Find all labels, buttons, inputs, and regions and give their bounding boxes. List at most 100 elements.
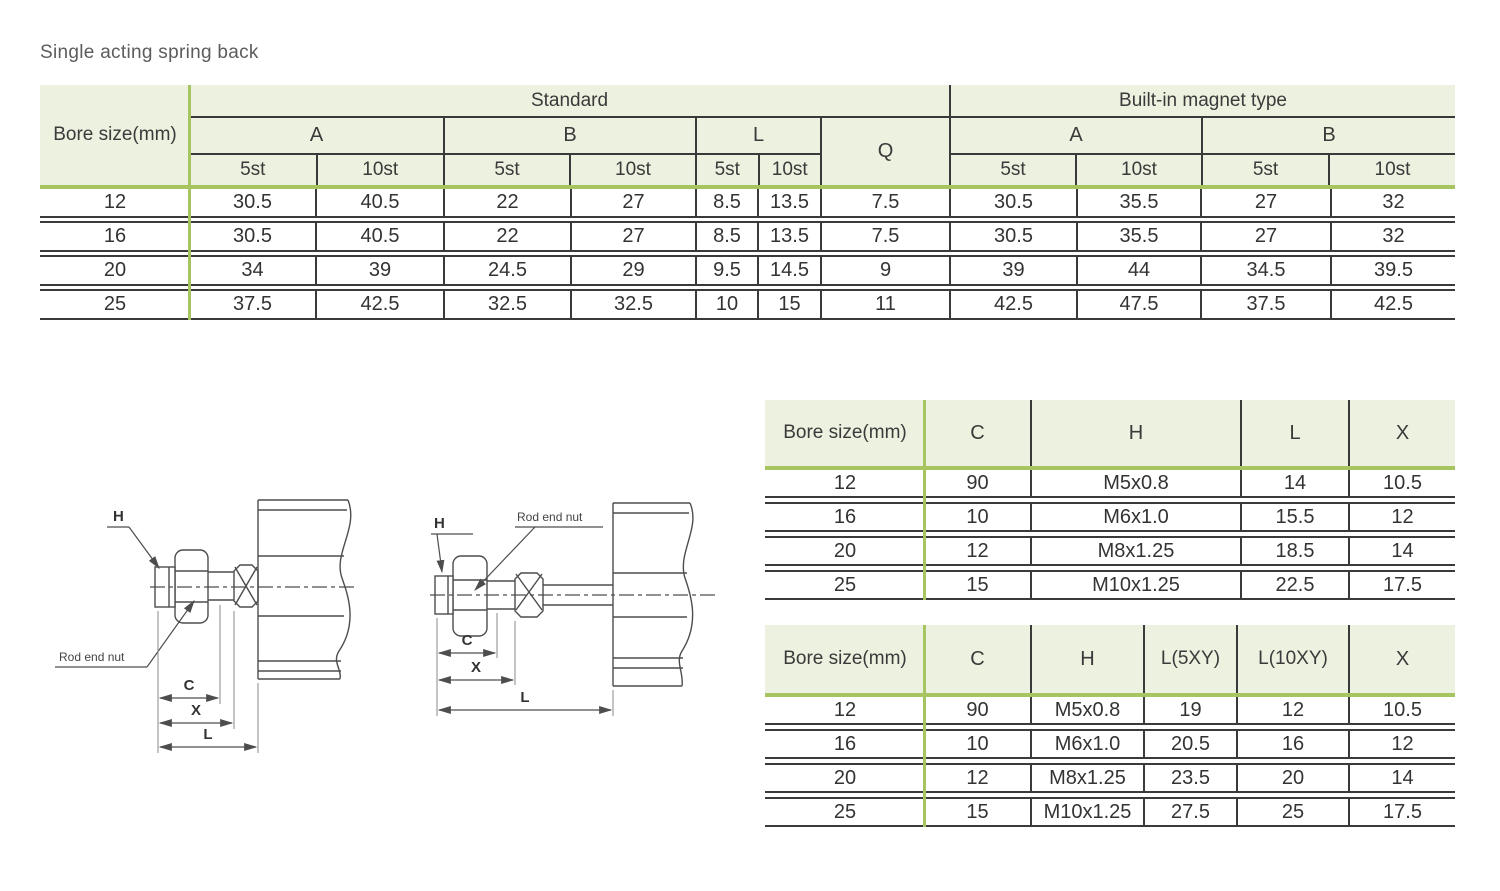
table-cell: 10.5: [1348, 697, 1455, 723]
green-header-rule: [765, 466, 1455, 470]
column-header-a: A: [951, 118, 1201, 155]
table-cell: 32.5: [570, 291, 695, 318]
table-cell: 17.5: [1348, 799, 1455, 825]
column-header-b: B: [445, 118, 695, 155]
table-cell: 32: [1330, 189, 1455, 216]
table-cell: 20: [1236, 765, 1348, 791]
table-cell: 40.5: [315, 223, 443, 250]
column-header-c: C: [970, 421, 985, 444]
table-cell: 13.5: [757, 223, 820, 250]
column-header-5st: 5st: [1252, 159, 1279, 180]
column-header-5st: 5st: [1000, 159, 1026, 180]
column-header-a: A: [190, 118, 443, 155]
table-row: 25 37.5 42.5 32.5 32.5 10 15 11 42.5 47.…: [40, 289, 1455, 320]
cell-bore: 16: [833, 732, 857, 755]
column-header-5st: 5st: [714, 159, 740, 180]
column-group-l: L 5st 10st: [695, 118, 820, 185]
table-cell: 17.5: [1348, 572, 1455, 598]
column-header-l10xy: L(10XY): [1236, 625, 1348, 693]
table-cell: 18.5: [1240, 538, 1348, 564]
column-group-a: A 5st 10st: [190, 118, 443, 185]
table-cell: 30.5: [949, 223, 1076, 250]
note-rod-end-nut: Rod end nut: [517, 510, 583, 524]
table-cell: 35.5: [1076, 189, 1200, 216]
table-cell: 15: [757, 291, 820, 318]
table-cell: 16: [1236, 731, 1348, 757]
table-cell: 14: [1348, 765, 1455, 791]
column-header-10st: 10st: [1075, 155, 1201, 185]
table-cell: 10: [695, 291, 757, 318]
table-cell: 34.5: [1200, 257, 1330, 284]
table-cell: 12: [1236, 697, 1348, 723]
group-header-standard: Standard: [190, 85, 949, 118]
table-cell: 14: [1348, 538, 1455, 564]
table-cell: 13.5: [757, 189, 820, 216]
table-cell: 30.5: [233, 191, 272, 213]
green-header-rule: [40, 185, 1455, 189]
column-header-bore-size: Bore size(mm): [783, 422, 907, 443]
dim-label-h: H: [434, 515, 445, 532]
table-cell: 32: [1330, 223, 1455, 250]
dimension-table-main: Bore size(mm) Standard A 5st 10st B 5: [40, 85, 1455, 320]
table-cell: 24.5: [443, 257, 570, 284]
table-row: 20 12 M8x1.25 18.5 14: [765, 536, 1455, 566]
table-cell: 40.5: [315, 189, 443, 216]
technical-drawing: H Rod end nut C X L: [55, 499, 357, 753]
table-cell: 22: [443, 189, 570, 216]
column-header-10st: 10st: [757, 155, 821, 185]
column-header-q: Q: [820, 118, 949, 185]
dim-label-x: X: [191, 702, 201, 719]
table-cell: M5x0.8: [1030, 470, 1240, 496]
green-divider-line: [923, 400, 926, 600]
cell-bore: 12: [833, 471, 857, 494]
table-cell: 15.5: [1240, 504, 1348, 530]
column-group-b: B 5st 10st: [443, 118, 695, 185]
table-cell: 12: [966, 539, 989, 562]
dim-label-l: L: [520, 689, 529, 706]
table-cell: 27: [1200, 189, 1330, 216]
table-cell: 37.5: [1200, 291, 1330, 318]
table-cell: 30.5: [233, 225, 272, 247]
table-row: 12 90 M5x0.8 19 12 10.5: [765, 697, 1455, 725]
table-cell: 39: [949, 257, 1076, 284]
table-cell: M5x0.8: [1030, 697, 1143, 723]
table-row: 20 12 M8x1.25 23.5 20 14: [765, 763, 1455, 793]
table-cell: 37.5: [233, 293, 272, 315]
table-cell: 12: [966, 766, 989, 789]
table-cell: M10x1.25: [1030, 799, 1143, 825]
table-row: 25 15 M10x1.25 22.5 17.5: [765, 570, 1455, 600]
table-cell: 90: [966, 471, 989, 494]
table-cell: 10: [966, 505, 989, 528]
cell-bore: 20: [833, 766, 857, 789]
column-group-magnet-b: B 5st 10st: [1201, 118, 1455, 185]
column-header-bore-size: Bore size(mm): [783, 648, 907, 669]
dim-label-c: C: [184, 677, 195, 694]
note-rod-end-nut: Rod end nut: [59, 650, 125, 664]
table-cell: 39.5: [1330, 257, 1455, 284]
table-cell: 47.5: [1076, 291, 1200, 318]
green-divider-line: [188, 85, 191, 320]
table-header: Bore size(mm) C H L X: [765, 400, 1455, 466]
page-title: Single acting spring back: [40, 42, 259, 63]
main-table-header: Bore size(mm) Standard A 5st 10st B 5: [40, 85, 1455, 185]
dim-label-l: L: [203, 726, 212, 743]
table-cell: 10.5: [1348, 470, 1455, 496]
table-cell: 27.5: [1143, 799, 1236, 825]
table-row: 20 34 39 24.5 29 9.5 14.5 9 39 44 34.5 3…: [40, 255, 1455, 286]
table-cell: 25: [1236, 799, 1348, 825]
table-cell: 20.5: [1143, 731, 1236, 757]
column-header-x: X: [1348, 625, 1455, 693]
table-cell: 15: [966, 573, 989, 596]
column-header-h: H: [1030, 625, 1143, 693]
table-cell: M8x1.25: [1030, 765, 1143, 791]
green-divider-line: [923, 625, 926, 827]
table-cell: 14.5: [757, 257, 820, 284]
table-cell: 8.5: [695, 189, 757, 216]
column-header-h: H: [1030, 400, 1240, 466]
table-cell: M10x1.25: [1030, 572, 1240, 598]
rod-end-nut-drawing-short: H Rod end nut C X L: [45, 483, 385, 788]
table-cell: 42.5: [949, 291, 1076, 318]
cell-bore: 16: [833, 505, 857, 528]
rod-end-nut-table-xy: Bore size(mm) C H L(5XY) L(10XY) X 12 90…: [765, 625, 1455, 827]
